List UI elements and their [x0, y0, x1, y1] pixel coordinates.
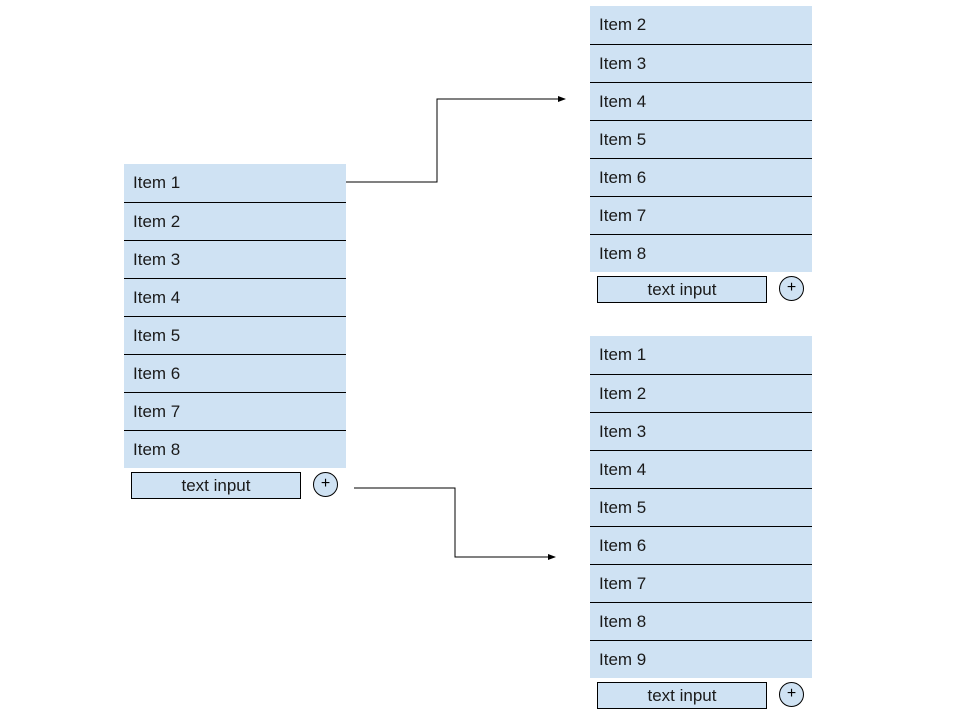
list-item[interactable]: Item 8	[590, 234, 812, 272]
plus-icon: +	[320, 475, 331, 492]
arrow-item1-to-top-list	[311, 96, 566, 183]
list-item[interactable]: Item 1	[599, 345, 647, 364]
item-list: Item 2 Item 3 Item 4 Item 5 Item 6 Item …	[590, 6, 812, 272]
list-item[interactable]: Item 5	[124, 316, 346, 354]
add-button[interactable]: +	[779, 276, 804, 301]
list-item[interactable]: Item 3	[590, 412, 812, 450]
list-item[interactable]: Item 2	[124, 202, 346, 240]
list-item[interactable]: Item 4	[590, 450, 812, 488]
list-item[interactable]: Item 7	[590, 196, 812, 234]
list-item[interactable]: Item 6	[590, 158, 812, 196]
input-row: text input +	[590, 272, 812, 304]
plus-icon: +	[786, 279, 797, 296]
arrow-add-to-bottom-list	[354, 487, 556, 560]
list-item[interactable]: Item 6	[590, 526, 812, 564]
list-item[interactable]: Item 4	[124, 278, 346, 316]
list-item[interactable]: Item 4	[590, 82, 812, 120]
input-row: text input +	[590, 678, 812, 710]
text-input[interactable]: text input	[597, 682, 767, 709]
list-item[interactable]: Item 8	[590, 602, 812, 640]
add-button[interactable]: +	[779, 682, 804, 707]
list-item[interactable]: Item 9	[590, 640, 812, 678]
item-list: Item 1 Item 2 Item 3 Item 4 Item 5 Item …	[124, 164, 346, 468]
left-list-panel: Item 1 Item 2 Item 3 Item 4 Item 5 Item …	[124, 164, 346, 500]
list-item[interactable]: Item 7	[590, 564, 812, 602]
list-item[interactable]: Item 5	[590, 120, 812, 158]
top-right-list-panel: Item 2 Item 3 Item 4 Item 5 Item 6 Item …	[590, 6, 812, 304]
list-item[interactable]: Item 1	[133, 173, 181, 192]
text-input[interactable]: text input	[597, 276, 767, 303]
list-item[interactable]: Item 2	[590, 374, 812, 412]
list-item[interactable]: Item 8	[124, 430, 346, 468]
list-item[interactable]: Item 6	[124, 354, 346, 392]
add-button[interactable]: +	[313, 472, 338, 497]
text-input[interactable]: text input	[131, 472, 301, 499]
bottom-right-list-panel: Item 1 Item 2 Item 3 Item 4 Item 5 Item …	[590, 336, 812, 710]
list-item[interactable]: Item 5	[590, 488, 812, 526]
item-list: Item 1 Item 2 Item 3 Item 4 Item 5 Item …	[590, 336, 812, 678]
list-item[interactable]: Item 7	[124, 392, 346, 430]
list-item[interactable]: Item 2	[599, 15, 647, 34]
list-item[interactable]: Item 3	[124, 240, 346, 278]
plus-icon: +	[786, 685, 797, 702]
input-row: text input +	[124, 468, 346, 500]
list-item[interactable]: Item 3	[590, 44, 812, 82]
